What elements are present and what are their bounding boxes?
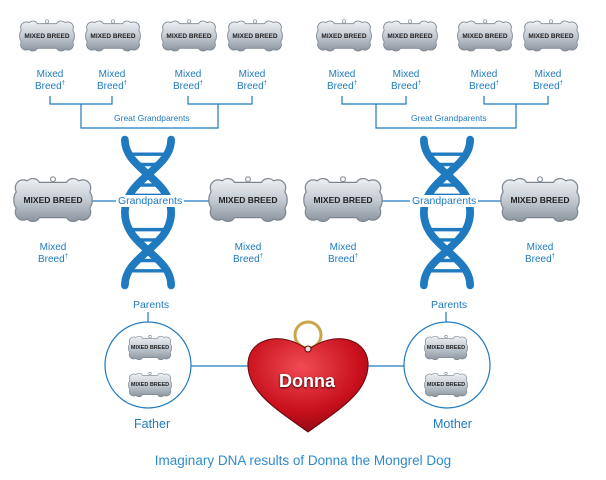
dna-helix-icon <box>125 140 171 286</box>
gg-tag-1: MIXED BREED <box>24 33 70 40</box>
mother-tag-1: MIXED BREED <box>426 345 466 351</box>
dna-helix-icon <box>424 140 470 286</box>
heart-tag-icon <box>247 320 369 433</box>
gp-tag-3: MIXED BREED <box>313 195 373 205</box>
level-label-parents-left: Parents <box>131 299 172 311</box>
gg-tag-3: MIXED BREED <box>166 33 212 40</box>
mother-label: Mother <box>433 417 472 431</box>
father-label: Father <box>134 417 171 431</box>
gp-tag-4: MIXED BREED <box>510 195 570 205</box>
level-label-great-grandparents-left: Great Grandparents <box>112 113 192 123</box>
level-label-great-grandparents-right: Great Grandparents <box>409 113 489 123</box>
gg-tag-5: MIXED BREED <box>321 33 367 40</box>
level-label-parents-right: Parents <box>429 299 470 311</box>
caption: Imaginary DNA results of Donna the Mongr… <box>154 453 452 468</box>
gg-tag-8: MIXED BREED <box>528 33 574 40</box>
level-label-grandparents-left: Grandparents <box>116 195 185 207</box>
dog-name-label: Donna <box>279 371 335 391</box>
father-tag-1: MIXED BREED <box>130 345 170 351</box>
gp-tag-1: MIXED BREED <box>23 195 83 205</box>
gg-tag-2: MIXED BREED <box>90 33 136 40</box>
gg-tag-7: MIXED BREED <box>462 33 508 40</box>
level-label-grandparents-right: Grandparents <box>410 195 479 207</box>
father-tag-2: MIXED BREED <box>130 382 170 388</box>
gg-tag-4: MIXED BREED <box>232 33 278 40</box>
gg-tag-6: MIXED BREED <box>387 33 433 40</box>
mother-tag-2: MIXED BREED <box>426 382 466 388</box>
gp-tag-2: MIXED BREED <box>218 195 278 205</box>
